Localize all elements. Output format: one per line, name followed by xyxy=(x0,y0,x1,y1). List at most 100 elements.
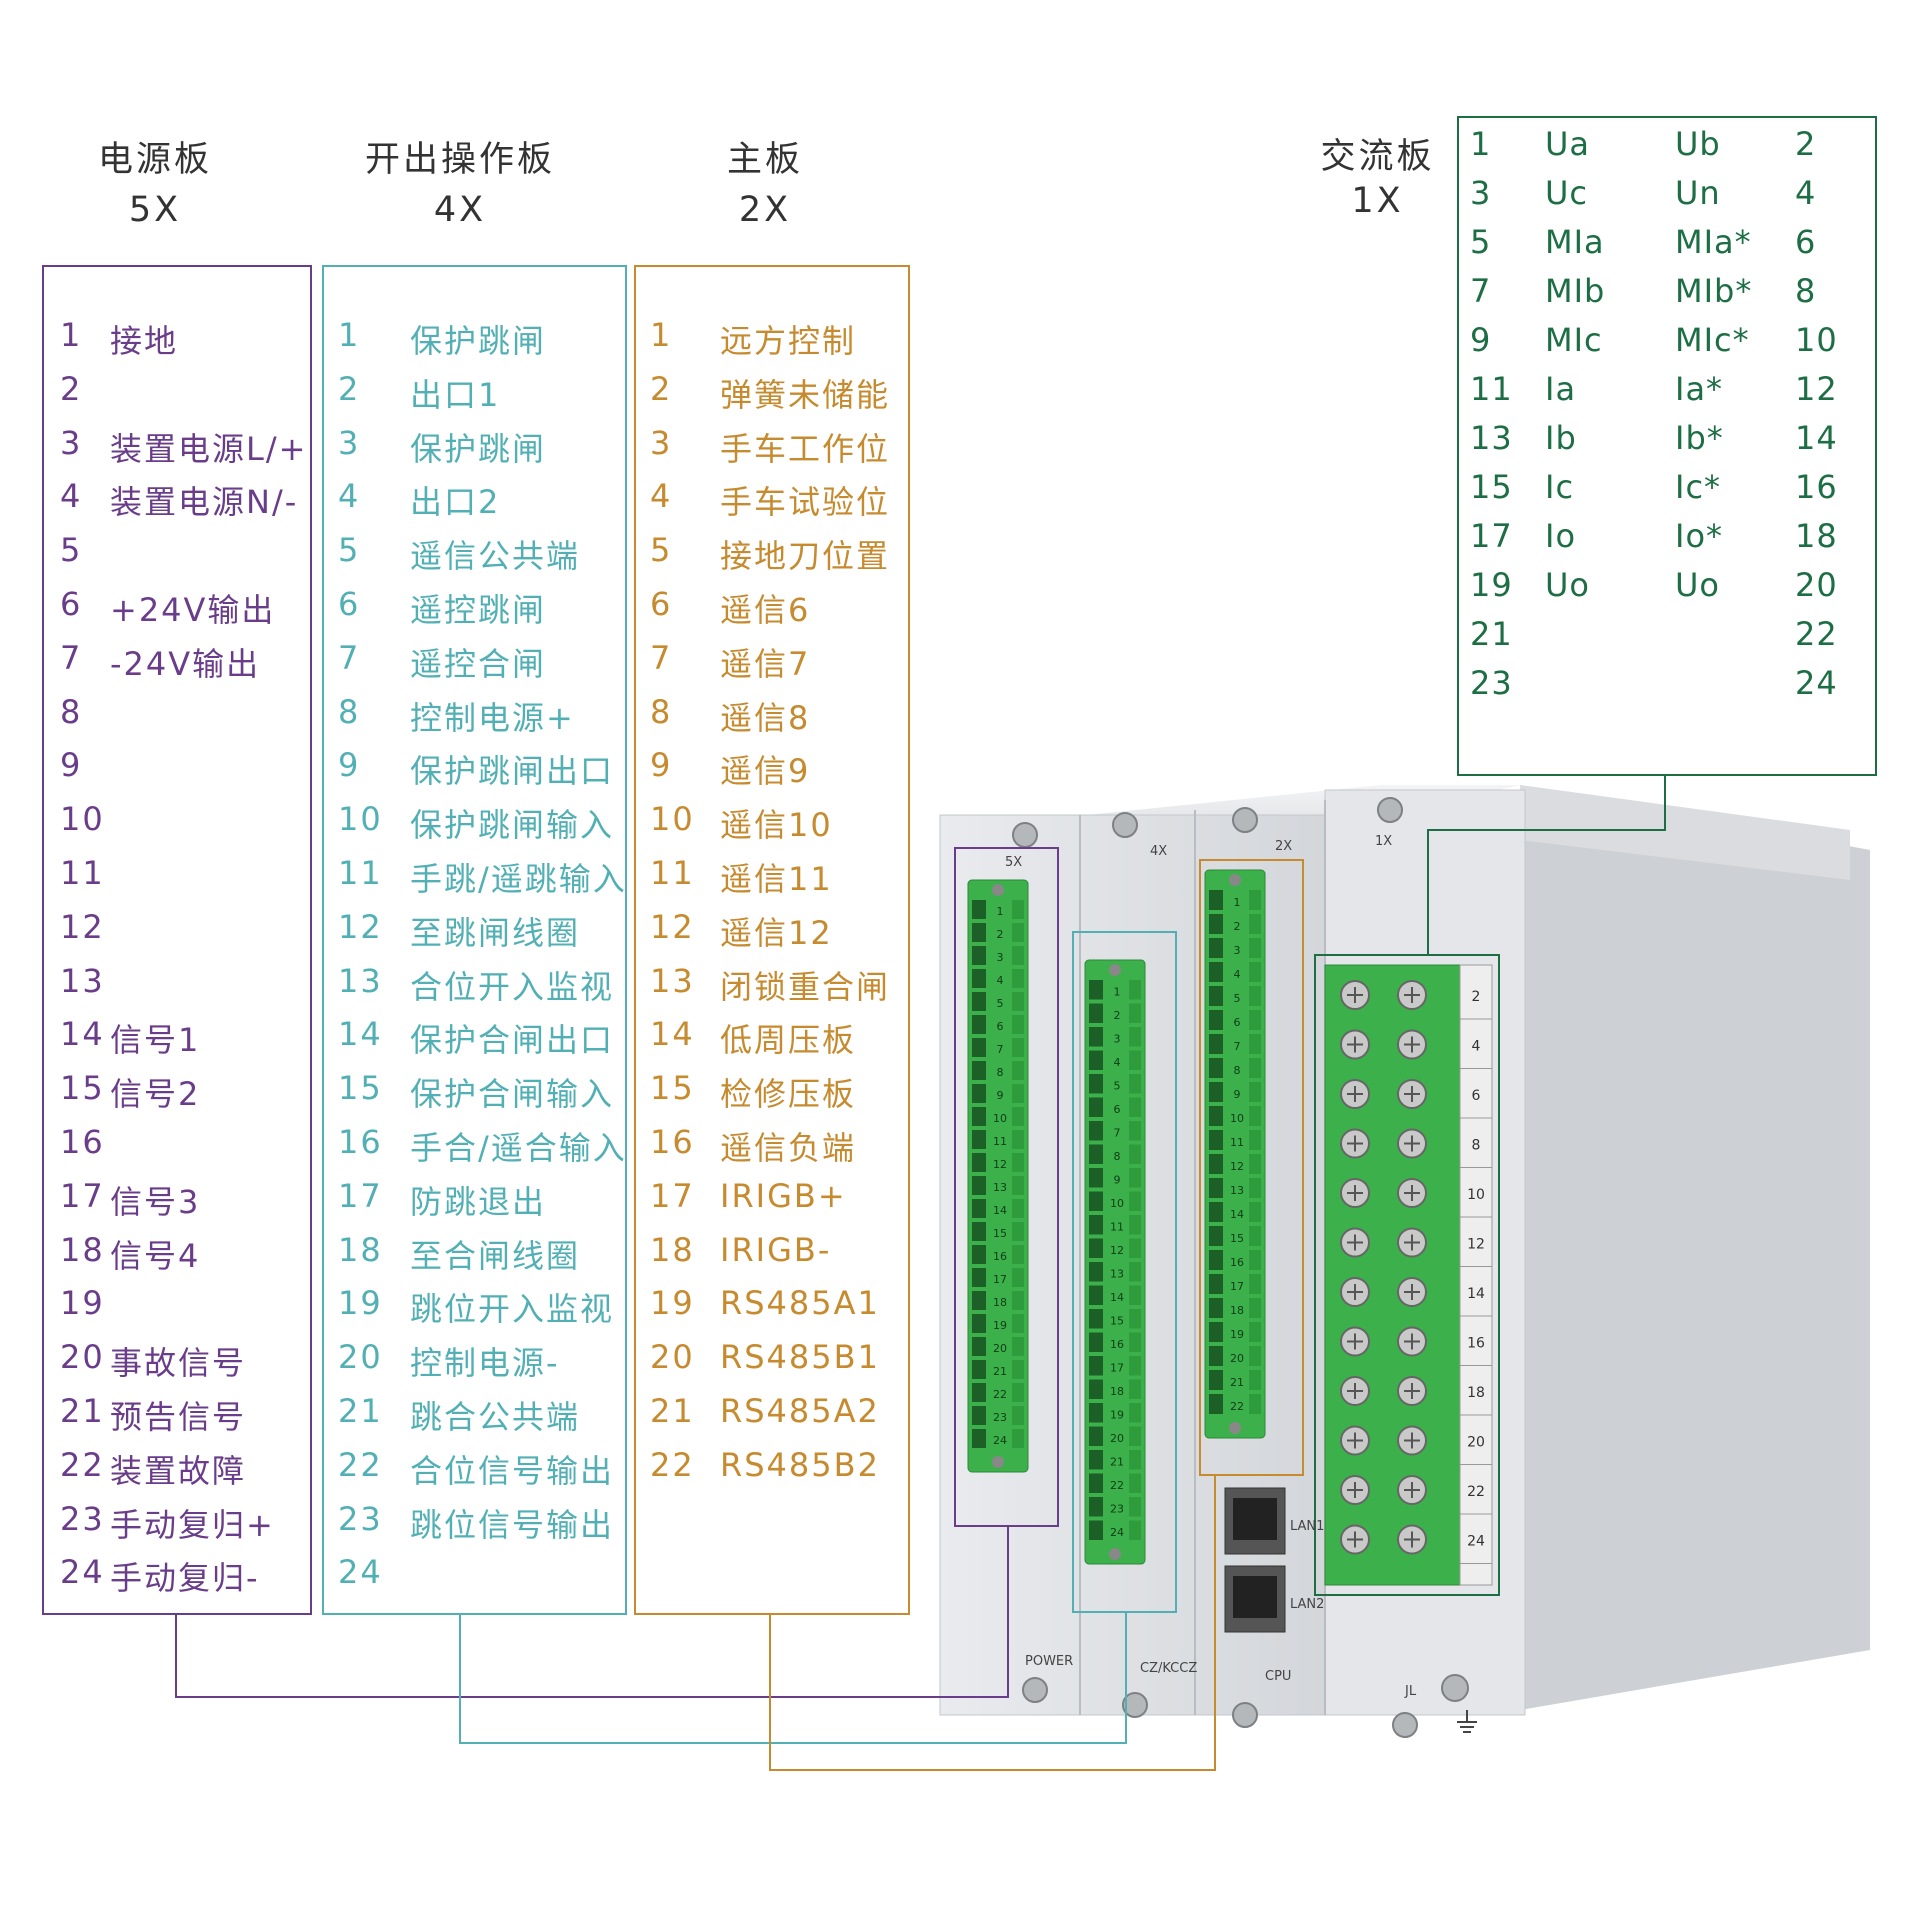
terminal-label: 接地 xyxy=(110,322,179,360)
terminal-label: 出口1 xyxy=(410,375,501,414)
terminal-label: -24V输出 xyxy=(110,644,261,683)
output-board-code: 4X xyxy=(433,190,487,230)
ac-terminal-number-even: 4 xyxy=(1795,174,1817,212)
ac-signal-right: MIa* xyxy=(1675,223,1752,261)
terminal-number: 2 xyxy=(650,369,673,408)
terminal-number: 2 xyxy=(338,369,361,408)
ac-signal-right: Uo xyxy=(1675,566,1720,604)
terminal-number: 7 xyxy=(338,638,361,677)
czkccz-label: CZ/KCCZ xyxy=(1140,1661,1197,1676)
svg-text:7: 7 xyxy=(1114,1127,1121,1140)
ac-signal-left: Ia xyxy=(1545,370,1577,408)
terminal-number: 3 xyxy=(60,423,83,462)
terminal-label: 遥信8 xyxy=(720,698,811,737)
terminal-label: IRIGB- xyxy=(720,1230,832,1269)
svg-text:6: 6 xyxy=(1234,1016,1241,1029)
ac-strip-number: 8 xyxy=(1472,1138,1481,1154)
terminal-number: 1 xyxy=(650,316,673,354)
ac-signal-right: MIb* xyxy=(1675,272,1753,310)
ac-strip-number: 16 xyxy=(1467,1336,1485,1352)
terminal-label: 预告信号 xyxy=(110,1398,247,1436)
terminal-number: 23 xyxy=(60,1499,105,1538)
ac-signal-right: Ib* xyxy=(1675,419,1724,457)
ac-terminal-number-odd: 7 xyxy=(1470,272,1492,310)
svg-text:8: 8 xyxy=(1234,1064,1241,1077)
terminal-number: 12 xyxy=(338,907,383,946)
terminal-label: 控制电源+ xyxy=(410,698,575,737)
terminal-number: 18 xyxy=(60,1230,105,1269)
svg-text:9: 9 xyxy=(1114,1174,1121,1187)
svg-text:21: 21 xyxy=(1110,1456,1124,1469)
terminal-label: 接地刀位置 xyxy=(720,537,891,576)
output-board-box xyxy=(322,265,627,1615)
ac-terminal-number-even: 14 xyxy=(1795,419,1838,457)
svg-text:4: 4 xyxy=(997,974,1004,987)
ac-terminal-number-even: 12 xyxy=(1795,370,1838,408)
terminal-number: 9 xyxy=(338,746,361,785)
power-board-title: 电源板 xyxy=(97,140,212,180)
slot-label-1x: 1X xyxy=(1375,834,1392,849)
svg-text:15: 15 xyxy=(1110,1315,1124,1328)
main-board-code: 2X xyxy=(738,190,792,230)
slot-label-5x: 5X xyxy=(1005,855,1022,870)
svg-text:5: 5 xyxy=(1234,992,1241,1005)
terminal-number: 17 xyxy=(650,1176,695,1215)
terminal-number: 1 xyxy=(338,316,361,354)
terminal-label: 遥信7 xyxy=(720,644,811,683)
terminal-number: 6 xyxy=(650,585,673,623)
header-output-board: 开出操作板 4X xyxy=(340,135,580,235)
svg-text:7: 7 xyxy=(1234,1040,1241,1053)
terminal-number: 8 xyxy=(650,692,673,731)
terminal-number: 14 xyxy=(60,1015,105,1054)
svg-text:6: 6 xyxy=(1114,1103,1121,1116)
svg-text:17: 17 xyxy=(1110,1362,1124,1375)
ac-terminal-number-odd: 17 xyxy=(1470,517,1513,555)
svg-text:12: 12 xyxy=(993,1158,1007,1171)
svg-text:19: 19 xyxy=(993,1319,1007,1332)
svg-text:3: 3 xyxy=(1114,1033,1121,1046)
terminal-number: 10 xyxy=(338,800,383,839)
svg-text:16: 16 xyxy=(993,1250,1007,1263)
terminal-label: 控制电源- xyxy=(410,1344,560,1383)
cpu-label: CPU xyxy=(1265,1669,1291,1684)
svg-text:24: 24 xyxy=(1110,1526,1124,1539)
svg-text:3: 3 xyxy=(1234,944,1241,957)
terminal-number: 3 xyxy=(650,423,673,462)
ac-strip-number: 10 xyxy=(1467,1187,1485,1203)
ac-strip-number: 6 xyxy=(1472,1088,1481,1104)
terminal-number: 6 xyxy=(60,585,83,623)
ac-terminal-number-odd: 15 xyxy=(1470,468,1513,506)
ac-terminal-number-odd: 5 xyxy=(1470,223,1492,261)
terminal-number: 14 xyxy=(650,1015,695,1054)
terminal-number: 15 xyxy=(650,1069,695,1108)
svg-text:4: 4 xyxy=(1114,1056,1121,1069)
ac-signal-left: Ua xyxy=(1545,125,1591,163)
svg-text:21: 21 xyxy=(993,1365,1007,1378)
ac-signal-right: Ub xyxy=(1675,125,1721,163)
svg-text:18: 18 xyxy=(993,1296,1007,1309)
terminal-number: 6 xyxy=(338,585,361,623)
svg-text:1: 1 xyxy=(1114,986,1121,999)
terminal-number: 21 xyxy=(650,1392,695,1430)
terminal-label: 手合/遥合输入 xyxy=(410,1129,627,1167)
main-board-title: 主板 xyxy=(726,140,803,180)
terminal-number: 17 xyxy=(60,1176,105,1215)
ac-terminal-number-odd: 9 xyxy=(1470,321,1492,359)
terminal-number: 20 xyxy=(338,1338,383,1377)
svg-text:9: 9 xyxy=(997,1089,1004,1102)
terminal-number: 22 xyxy=(338,1445,383,1484)
jl-label: JL xyxy=(1404,1684,1417,1699)
svg-text:16: 16 xyxy=(1230,1256,1244,1269)
terminal-label: 出口2 xyxy=(410,483,501,522)
terminal-label: 信号4 xyxy=(110,1236,201,1275)
ac-terminal-number-odd: 3 xyxy=(1470,174,1492,212)
svg-text:18: 18 xyxy=(1110,1385,1124,1398)
terminal-label: RS485A1 xyxy=(720,1284,880,1323)
terminal-label: 事故信号 xyxy=(110,1344,247,1383)
svg-text:16: 16 xyxy=(1110,1338,1124,1351)
terminal-number: 5 xyxy=(650,531,673,570)
terminal-label: 遥信公共端 xyxy=(410,537,581,576)
svg-text:10: 10 xyxy=(993,1112,1007,1125)
